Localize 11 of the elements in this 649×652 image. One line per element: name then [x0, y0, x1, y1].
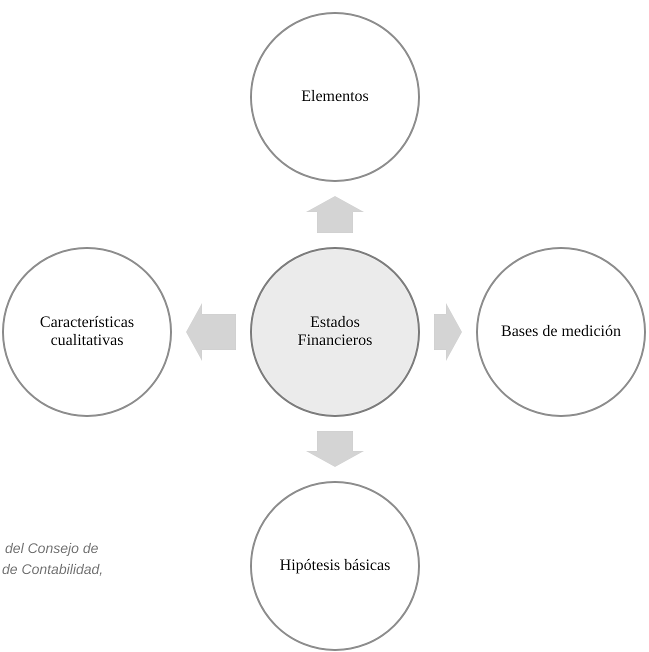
node-label: Estados Financieros — [296, 314, 374, 350]
note-text: de Contabilidad, — [2, 560, 104, 579]
block-arrow — [434, 303, 462, 361]
node-label: Hipótesis básicas — [280, 557, 390, 575]
node-label: Bases de medición — [501, 323, 621, 341]
block-arrow — [186, 303, 236, 361]
node-label: Elementos — [301, 88, 369, 106]
node-label: Características cualitativas — [38, 314, 136, 350]
block-arrow — [306, 431, 364, 467]
block-arrow — [306, 196, 364, 233]
note-text: del Consejo de — [4, 539, 100, 558]
